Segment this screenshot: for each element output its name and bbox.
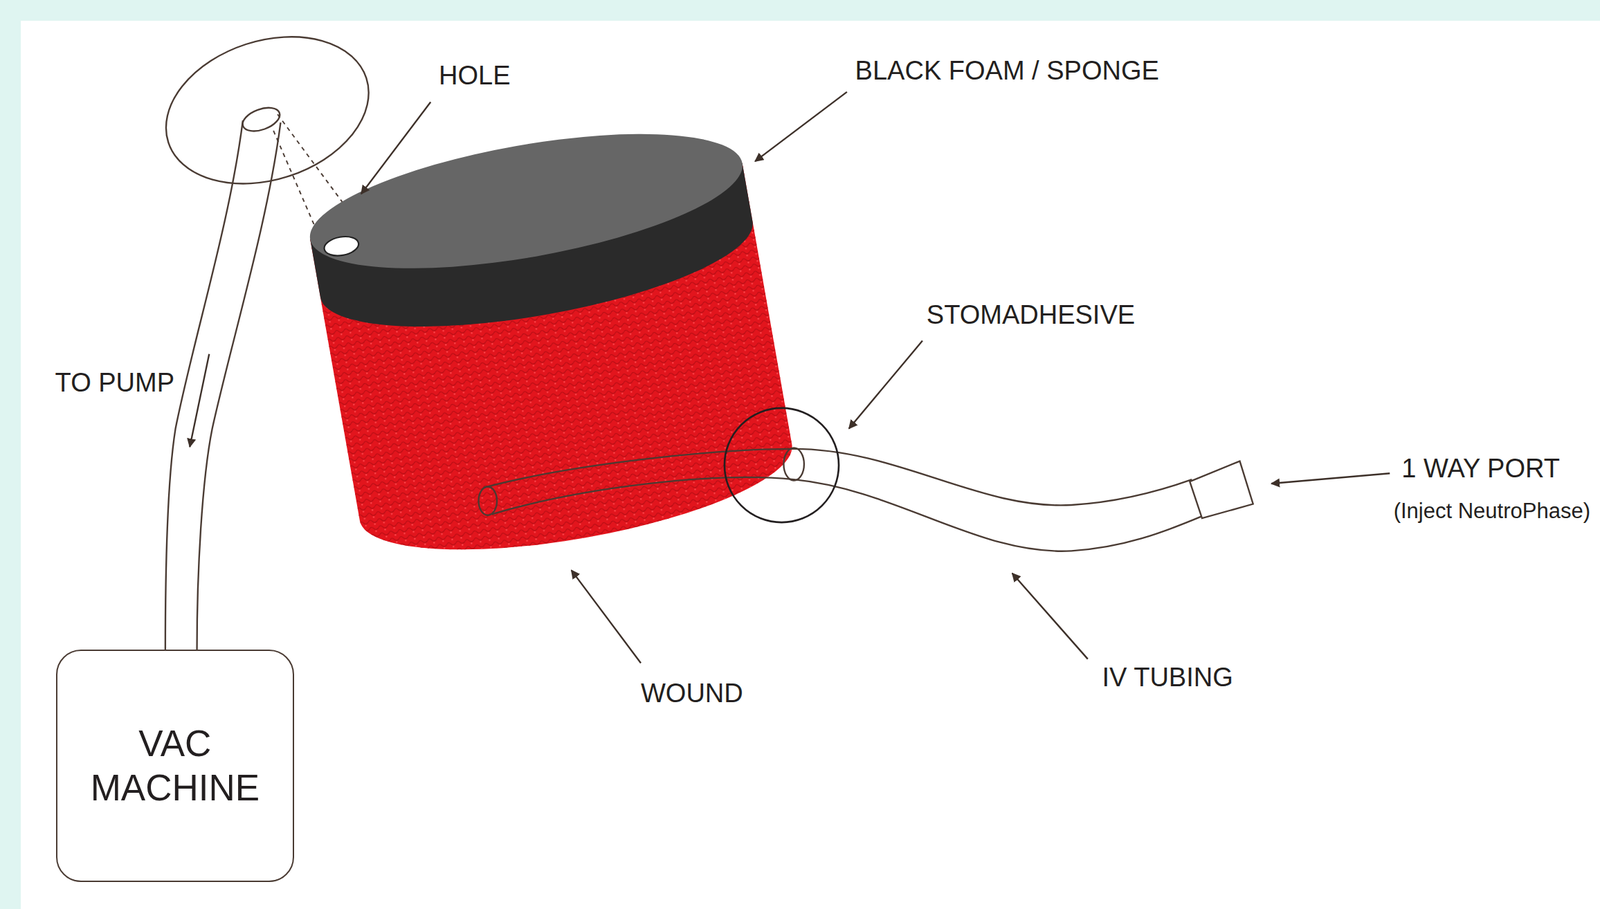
node-label: VAC MACHINE [68,721,282,812]
machine-box: VAC MACHINE [56,649,295,883]
part-label: (Inject NeutroPhase) [1393,498,1591,524]
part-label: WOUND [640,678,744,710]
part-label: TO PUMP [55,368,175,399]
part-label: IV TUBING [1101,662,1233,694]
part-label: HOLE [438,60,511,92]
part-label: BLACK FOAM / SPONGE [855,56,1160,87]
part-label: STOMADHESIVE [926,300,1135,331]
part-label: 1 WAY PORT [1401,453,1560,485]
